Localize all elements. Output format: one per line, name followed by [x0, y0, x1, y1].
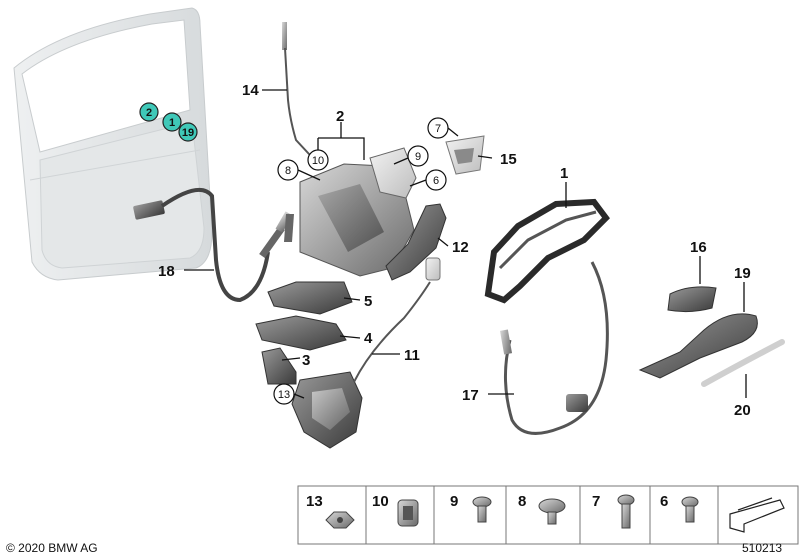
callout-12: 12 [452, 239, 469, 256]
legend-label-10: 10 [372, 493, 389, 510]
part-17-cable [499, 261, 609, 435]
legend-label-6: 6 [660, 493, 668, 510]
part-4-bracket [255, 315, 347, 351]
callout-1: 1 [560, 165, 568, 182]
callout-18: 18 [158, 263, 175, 280]
part-3-bracket [261, 347, 297, 385]
door-marker-label: 2 [146, 107, 152, 119]
callout-15: 15 [500, 151, 517, 168]
door-panel [13, 7, 213, 281]
callout-11: 11 [404, 347, 420, 364]
arrow-symbol-icon [729, 499, 785, 533]
callout-13: 13 [278, 389, 290, 401]
door-marker [139, 102, 159, 122]
part-2-lock [284, 147, 417, 277]
callout-5: 5 [364, 293, 372, 310]
part-15-striker [445, 135, 485, 175]
callout-20: 20 [734, 402, 751, 419]
part-19-handle [638, 313, 758, 379]
part-14-rod [282, 22, 323, 169]
door-marker-group: 2 1 19 [139, 102, 198, 142]
callout-2: 2 [336, 108, 344, 125]
copyright-text: © 2020 BMW AG [6, 541, 98, 555]
part-18-cable [133, 187, 293, 303]
door-marker-label: 1 [169, 117, 175, 129]
part-16-cap [667, 286, 717, 313]
lower-lock-mechanism [291, 371, 363, 449]
door-marker-label: 19 [182, 127, 194, 139]
callout-19: 19 [734, 265, 751, 282]
legend-label-8: 8 [518, 493, 526, 510]
part-20-gasket [701, 339, 785, 387]
diagram-number: 510213 [742, 541, 782, 555]
callout-9: 9 [415, 151, 421, 163]
callout-7: 7 [435, 123, 441, 135]
screw-icon-8 [538, 498, 566, 514]
part-12-seal [385, 203, 447, 281]
fastener-legend: 13 10 9 8 7 6 [297, 485, 799, 545]
door-marker [162, 112, 182, 132]
callout-17: 17 [462, 387, 479, 404]
legend-label-7: 7 [592, 493, 600, 510]
callout-10: 10 [312, 155, 324, 167]
door-marker [178, 122, 198, 142]
part-11-cable [353, 257, 441, 383]
callout-labels: 14 2 15 1 12 5 4 3 11 18 17 16 19 20 [158, 82, 751, 419]
callout-14: 14 [242, 82, 259, 99]
leader-lines [184, 89, 747, 399]
callout-3: 3 [302, 352, 310, 369]
legend-label-9: 9 [450, 493, 458, 510]
part-1-handle-carrier [484, 198, 610, 304]
callout-4: 4 [364, 330, 373, 347]
legend-label-13: 13 [306, 493, 323, 510]
callout-6: 6 [433, 175, 439, 187]
callout-8: 8 [285, 165, 291, 177]
part-5-bracket [267, 281, 353, 315]
circled-callouts: 10 8 9 6 7 13 [273, 117, 449, 405]
callout-16: 16 [690, 239, 707, 256]
